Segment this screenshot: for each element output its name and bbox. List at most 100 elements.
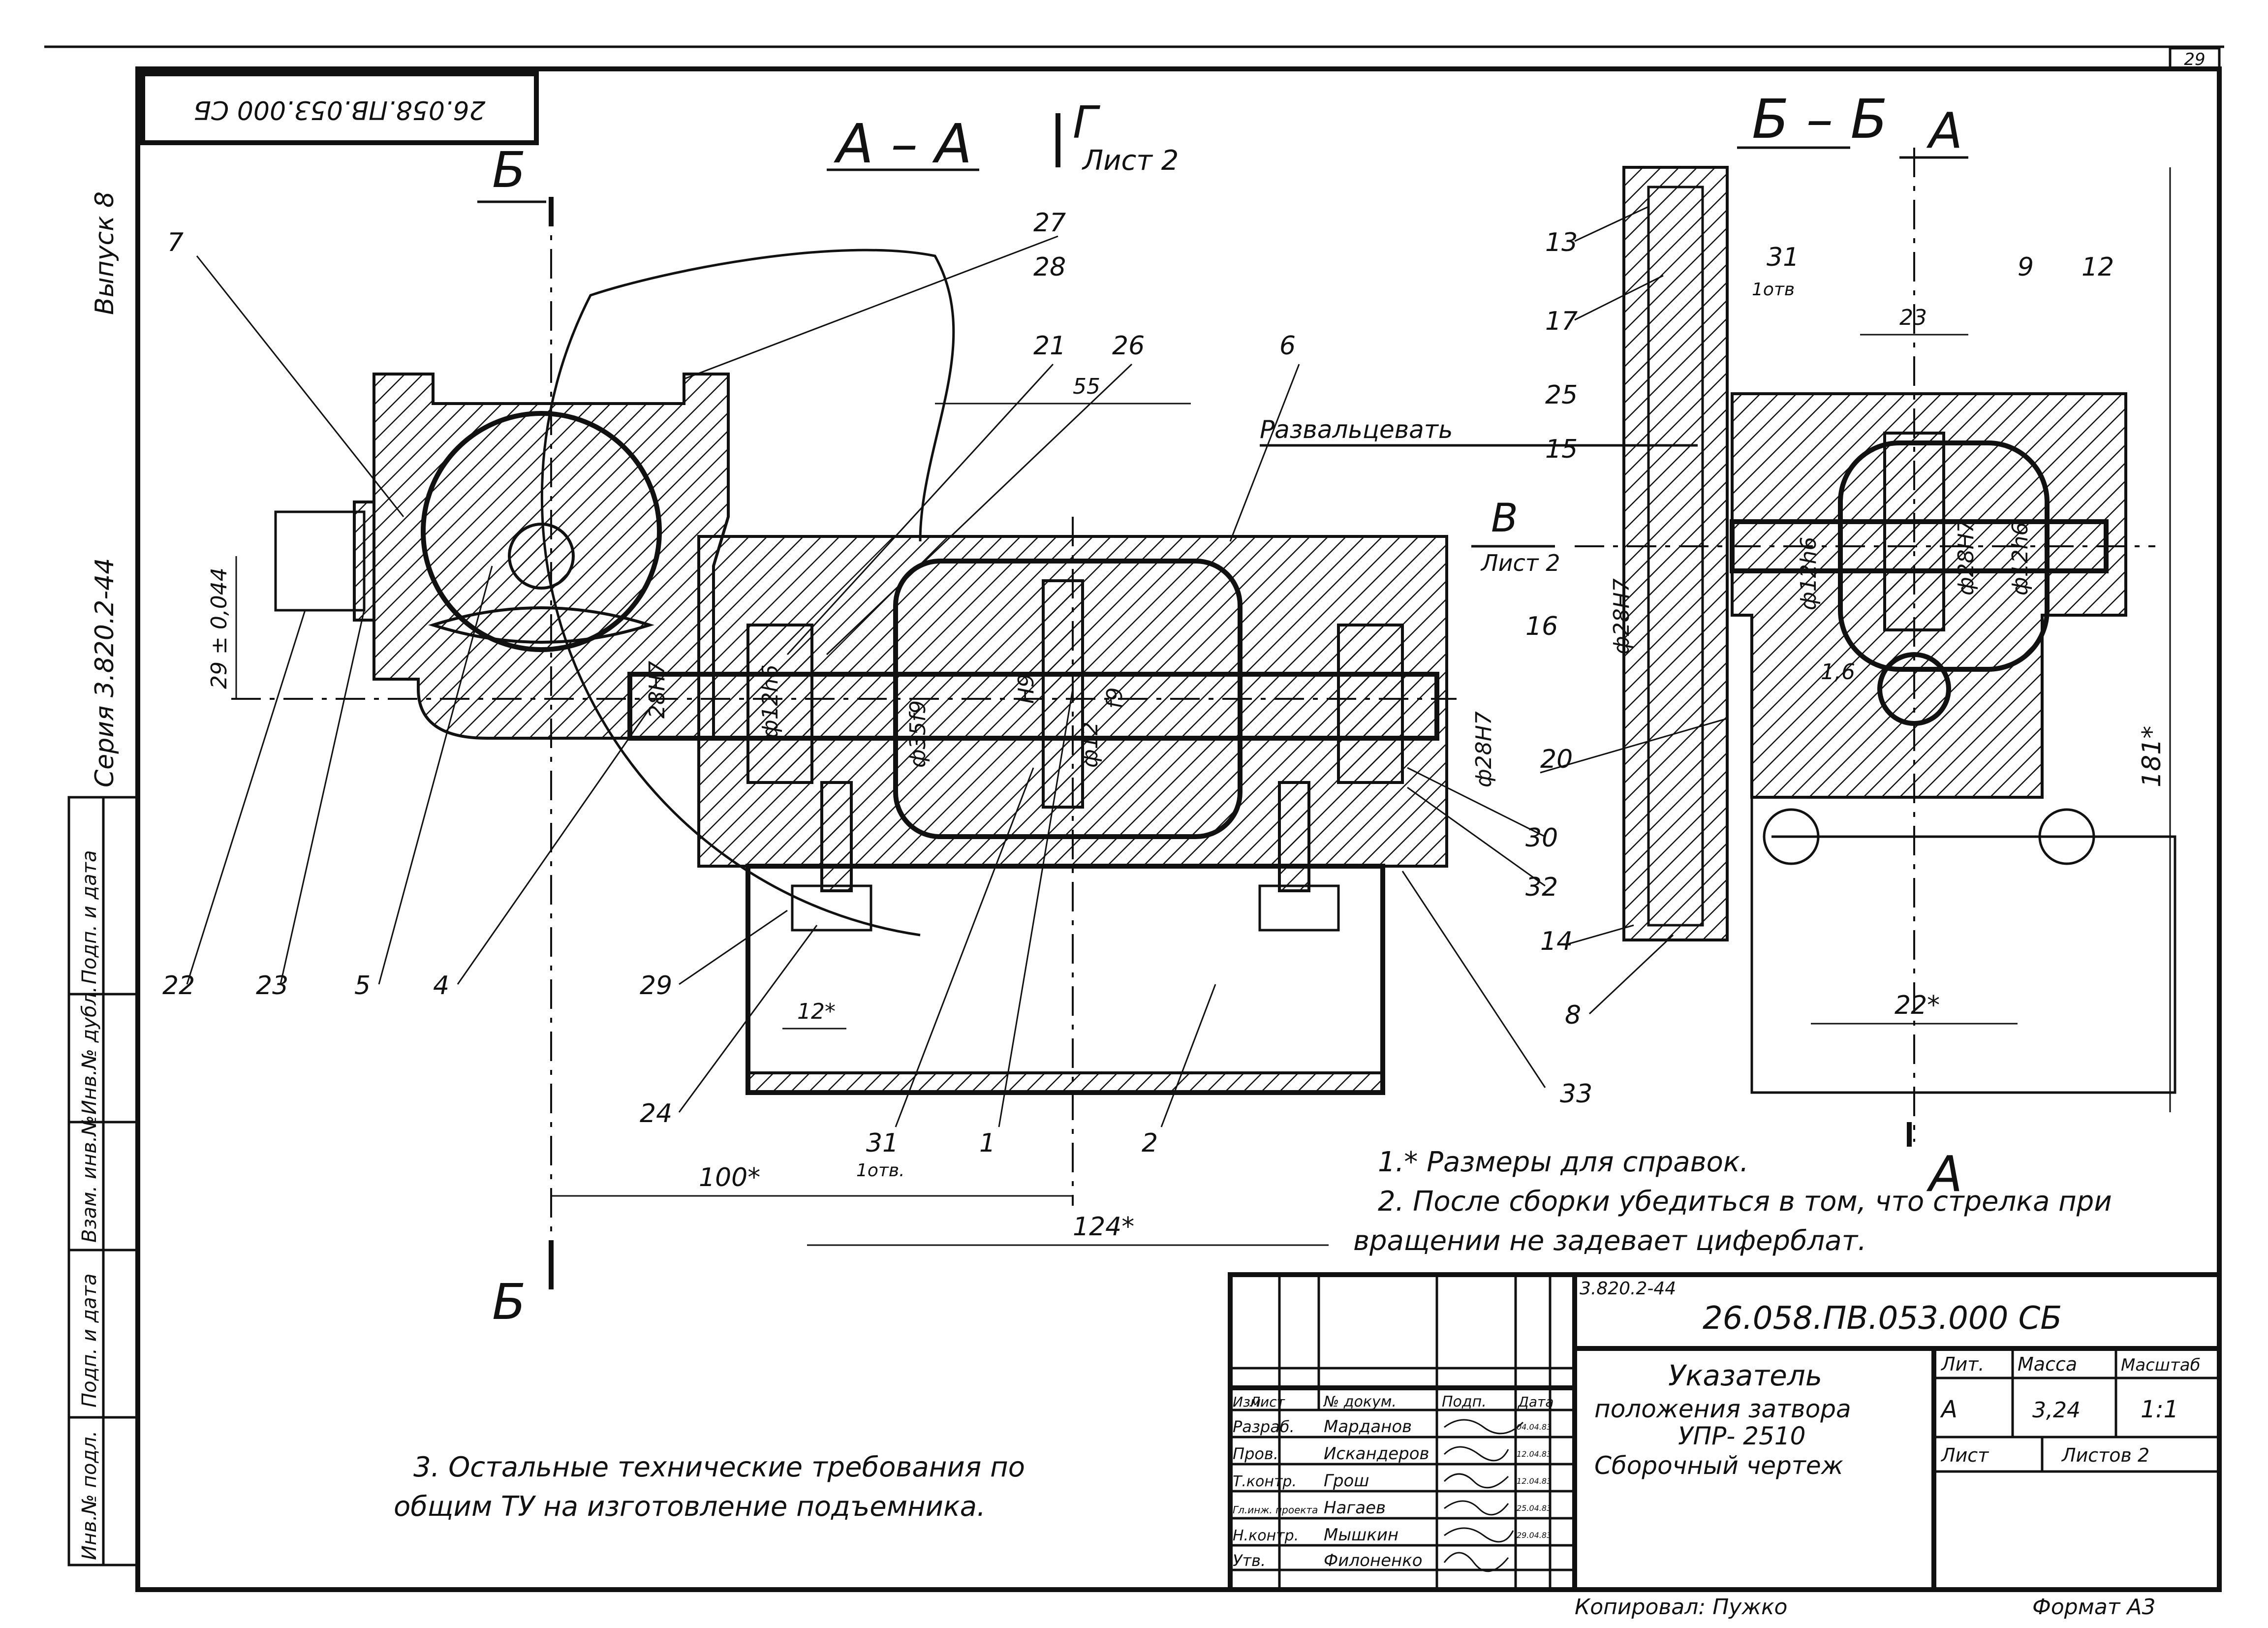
right-bearing [1337,624,1404,784]
dim-12h6-a: ф12h6 [758,665,783,739]
rotated-stamp-code: 26.058.ПВ.053.000 СБ [193,95,485,125]
dim-28h7-d: ф28H7 [1954,519,1979,595]
date-2: 12.04.83 [1517,1449,1552,1459]
dim-12h6-c: ф12h6 [2008,522,2033,596]
section-b-top: Б [492,141,526,199]
view-a-bottom: А [1926,1145,1962,1203]
pinion-gear [1042,579,1084,809]
scale-label: Масштаб [2121,1355,2201,1375]
name-1: Марданов [1324,1417,1412,1437]
note-3a: 3. Остальные технические требования по [413,1451,1025,1483]
section-b-bottom: Б [492,1273,526,1331]
pos-30: 30 [1525,823,1558,853]
position-callouts: 7 27 28 21 26 6 13 17 31 1отв 9 12 25 15… [162,208,2114,1181]
date-4: 25.04.83 [1517,1503,1552,1513]
dim-f9: f9 [1102,688,1127,709]
pos-5: 5 [354,971,371,1001]
role-4: Гл.инж. проекта [1233,1504,1318,1516]
gasket [353,501,375,622]
pos-26: 26 [1112,331,1145,361]
head-izm: Изм. [1233,1394,1265,1410]
name-line-4: Сборочный чертеж [1594,1451,1843,1480]
worm-segment [428,606,654,644]
signature-4 [1444,1500,1509,1516]
pos-12: 12 [2082,252,2114,282]
screw-right-bb [2038,808,2095,865]
pos-32: 32 [1525,873,1558,902]
pos-23: 23 [256,971,288,1001]
name-2: Искандеров [1324,1444,1429,1464]
lit-value: А [1940,1396,1957,1423]
section-bb-view [1575,148,2176,1142]
signature-2 [1443,1446,1509,1462]
dim-181: 181* [2137,726,2167,787]
signature-6 [1443,1552,1509,1572]
dim-12h6-b: ф12h6 [1796,537,1821,611]
dim-28h7-b: ф28H7 [1471,711,1496,787]
nut-right [1258,884,1340,932]
head-doc: № докум. [1323,1393,1397,1410]
pos-24: 24 [640,1099,672,1128]
side-box-5: Инв.№ подл. [78,1431,101,1560]
signature-1 [1444,1419,1524,1435]
sheet-number-box [2169,47,2221,70]
pos-14: 14 [1540,927,1573,956]
mass-label: Масса [2018,1353,2077,1375]
dim-55: 55 [1073,374,1100,399]
side-box-3: Взам. инв.№ [78,1115,101,1243]
head-date: Дата [1517,1394,1554,1410]
stud-left [820,781,853,892]
title-block: 3.820.2-44 26.058.ПВ.053.000 СБ Указател… [1228,1272,2222,1592]
plug-bolt [274,510,366,612]
dimensions: 55 29 ± 0,044 28H7 ф12h6 ф35f9 H9 f9 ф12… [207,167,2171,1246]
copied-by: Копировал: Пужко [1575,1595,1787,1620]
signature-3 [1443,1473,1509,1489]
stud-right [1278,781,1310,892]
mounting-base [746,864,1385,1095]
pos-2: 2 [1142,1128,1158,1158]
gamma-sheet: Лист 2 [1082,145,1179,177]
signature-5 [1444,1527,1514,1543]
section-aa-title: А – А [834,112,972,175]
left-stamp-column: Подп. и дата Инв.№ дубл. Взам. инв.№ Под… [67,796,139,1566]
dim-28h7-c: ф28H7 [1609,578,1634,655]
name-5: Мышкин [1324,1525,1398,1545]
section-aa-view [231,197,1457,1280]
dim-22: 22* [1895,991,1940,1020]
code-main: 26.058.ПВ.053.000 СБ [1703,1300,2062,1337]
view-v-sheet: Лист 2 [1480,550,1560,576]
pos-28: 28 [1033,252,1066,282]
date-5: 29.04.83 [1517,1531,1552,1540]
code-small: 3.820.2-44 [1580,1279,1676,1299]
role-1: Разраб. [1233,1417,1295,1436]
left-bearing [746,624,813,784]
note-2a: 2. После сборки убедиться в том, что стр… [1378,1186,2112,1218]
gear-hub [508,523,575,590]
name-line-1: Указатель [1668,1359,1822,1392]
dim-1-6: 1,6 [1821,659,1855,685]
dim-h9: H9 [1014,674,1039,704]
head-list: Лист [1249,1394,1285,1410]
side-box-4: Подп. и дата [78,1274,101,1408]
pos-20: 20 [1540,745,1573,774]
name-6: Филоненко [1324,1551,1423,1570]
gear-wheel [421,411,662,652]
pos-7: 7 [167,228,184,257]
role-3: Т.контр. [1233,1473,1297,1490]
dim-100: 100* [699,1163,760,1192]
leader-lines [186,206,1728,1127]
pos-31-bb: 31 [1767,243,1799,272]
pos-13: 13 [1545,228,1578,257]
dial-plate [1622,166,1729,941]
pos-31-aa-note: 1отв. [856,1160,905,1181]
dim-124: 124* [1073,1212,1134,1242]
pos-21: 21 [1033,331,1066,361]
pos-31-bb-note: 1отв [1752,280,1795,300]
pos-25: 25 [1545,380,1578,410]
side-box-2: Инв.№ дубл. [78,986,101,1115]
view-v-label: В [1491,495,1518,541]
series-label: Серия 3.820.2-44 [90,558,120,787]
role-5: Н.контр. [1233,1527,1299,1544]
nut-left [791,884,872,932]
